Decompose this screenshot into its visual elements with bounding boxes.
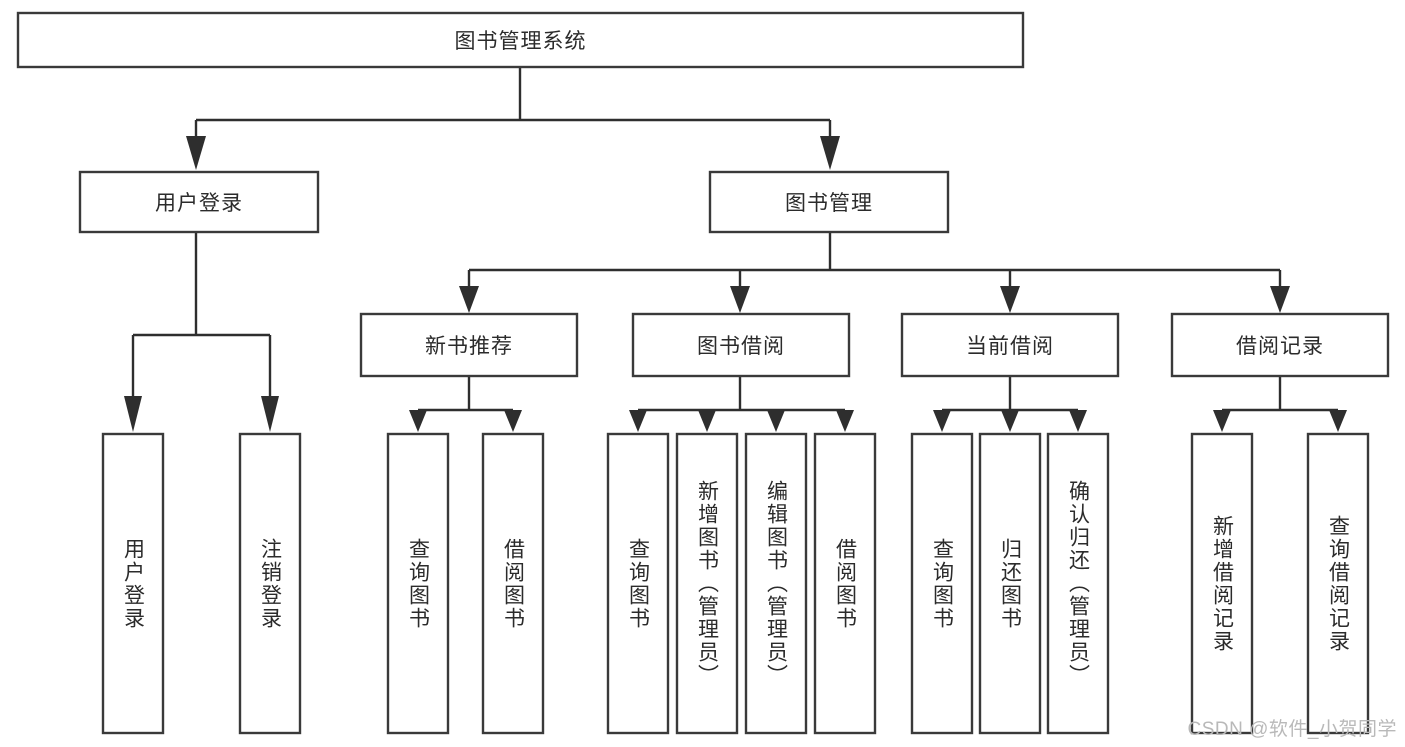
arrow-leaf-query-book-borrow	[629, 410, 647, 432]
node-box-leaf-user-login[interactable]	[101, 432, 165, 735]
arrow-book-borrow	[730, 286, 750, 313]
arrow-to-user-login	[186, 136, 206, 170]
node-box-current-borrow[interactable]	[900, 312, 1120, 378]
connector-group-borrow-record	[1213, 376, 1347, 432]
connector-group-current-borrow	[933, 376, 1087, 432]
node-box-leaf-add-record[interactable]	[1190, 432, 1254, 735]
arrow-leaf-query-book-rec	[409, 410, 427, 432]
arrow-leaf-confirm-return	[1069, 410, 1087, 432]
arrow-leaf-user-logout	[261, 396, 279, 432]
arrow-to-book-manage	[820, 136, 840, 170]
node-box-leaf-add-book[interactable]	[675, 432, 739, 735]
node-box-leaf-confirm-return[interactable]	[1046, 432, 1110, 735]
arrow-current-borrow	[1000, 286, 1020, 313]
node-box-new-book-recommend[interactable]	[359, 312, 579, 378]
arrow-leaf-borrow-book	[836, 410, 854, 432]
arrow-leaf-query-book-current	[933, 410, 951, 432]
node-box-leaf-edit-book[interactable]	[744, 432, 808, 735]
node-box-leaf-user-logout[interactable]	[238, 432, 302, 735]
node-box-leaf-query-book-borrow[interactable]	[606, 432, 670, 735]
connector-group-book-borrow	[629, 376, 854, 432]
arrow-leaf-borrow-book-rec	[504, 410, 522, 432]
arrow-leaf-return-book	[1001, 410, 1019, 432]
node-box-leaf-return-book[interactable]	[978, 432, 1042, 735]
node-box-borrow-record[interactable]	[1170, 312, 1390, 378]
node-box-leaf-query-book-current[interactable]	[910, 432, 974, 735]
connector-group-user-login	[124, 232, 279, 432]
arrow-new-book-recommend	[459, 286, 479, 313]
node-box-leaf-borrow-book-rec[interactable]	[481, 432, 545, 735]
connector-group-book-manage	[459, 232, 1290, 313]
node-box-leaf-query-book-rec[interactable]	[386, 432, 450, 735]
connector-group-root	[186, 67, 840, 170]
arrow-leaf-user-login	[124, 396, 142, 432]
node-box-book-borrow[interactable]	[631, 312, 851, 378]
arrow-leaf-add-record	[1213, 410, 1231, 432]
node-box-root[interactable]	[16, 11, 1025, 69]
node-box-book-manage[interactable]	[708, 170, 950, 234]
arrow-leaf-edit-book	[767, 410, 785, 432]
arrow-leaf-query-record	[1329, 410, 1347, 432]
arrow-borrow-record	[1270, 286, 1290, 313]
node-box-leaf-query-record[interactable]	[1306, 432, 1370, 735]
node-box-user-login[interactable]	[78, 170, 320, 234]
connector-group-new-book-recommend	[409, 376, 522, 432]
node-box-leaf-borrow-book[interactable]	[813, 432, 877, 735]
arrow-leaf-add-book	[698, 410, 716, 432]
